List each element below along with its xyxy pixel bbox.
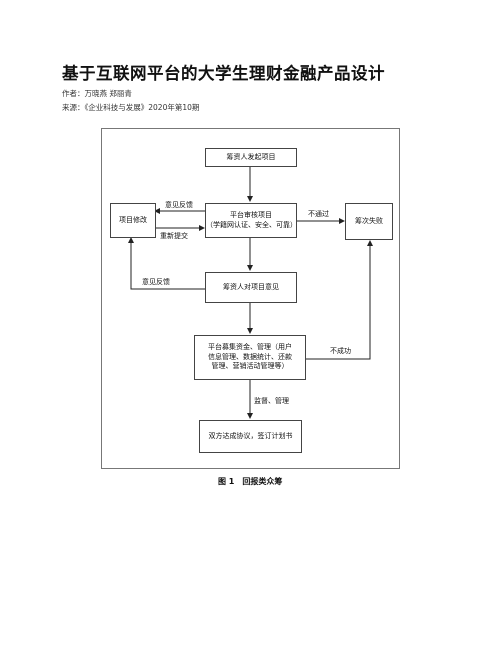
node-audit-line1: 平台审核项目 [230,211,272,220]
document-title: 基于互联网平台的大学生理财金融产品设计 [62,64,385,83]
node-raise-line1: 平台募集资金、管理（用户 [208,343,292,352]
node-fail-label: 筹次失败 [355,216,383,225]
node-initiate-project: 筹资人发起项目 [205,148,297,167]
label-resubmit: 重新提交 [160,232,188,240]
label-not-pass: 不通过 [308,210,329,218]
node-opinion-label: 筹资人对项目意见 [223,282,279,291]
node-project-modify: 项目修改 [110,203,156,238]
label-supervise: 监督、管理 [254,397,289,405]
figure-caption: 图 1 回报类众筹 [218,477,283,486]
label-feedback-bottom: 意见反馈 [142,278,170,286]
node-agreement-label: 双方达成协议，签订计划书 [208,431,293,440]
node-audit-line2: （学籍网认证、安全、可靠） [206,220,297,229]
author-line: 作者：万晓燕 郑丽青 [62,89,132,98]
node-platform-raise: 平台募集资金、管理（用户 信息管理、数据统计、还款 管理、营销活动管理等） [194,335,306,380]
node-raise-line2: 信息管理、数据统计、还款 [208,352,292,361]
figure-frame [101,128,400,469]
node-fail: 筹次失败 [345,203,393,240]
node-initiate-label: 筹资人发起项目 [226,152,276,161]
node-raise-line3: 管理、营销活动管理等） [211,362,289,371]
label-feedback-top: 意见反馈 [165,201,193,209]
node-investor-opinion: 筹资人对项目意见 [205,272,297,303]
node-agreement: 双方达成协议，签订计划书 [199,420,302,453]
node-platform-audit: 平台审核项目 （学籍网认证、安全、可靠） [205,203,297,238]
arrow-opinion-to-modify [128,237,205,290]
arrow-raise-to-fail [306,240,373,360]
node-modify-label: 项目修改 [119,215,147,224]
label-unsuccessful: 不成功 [330,347,351,355]
source-line: 来源：《企业科技与发展》2020年第10期 [62,103,200,112]
